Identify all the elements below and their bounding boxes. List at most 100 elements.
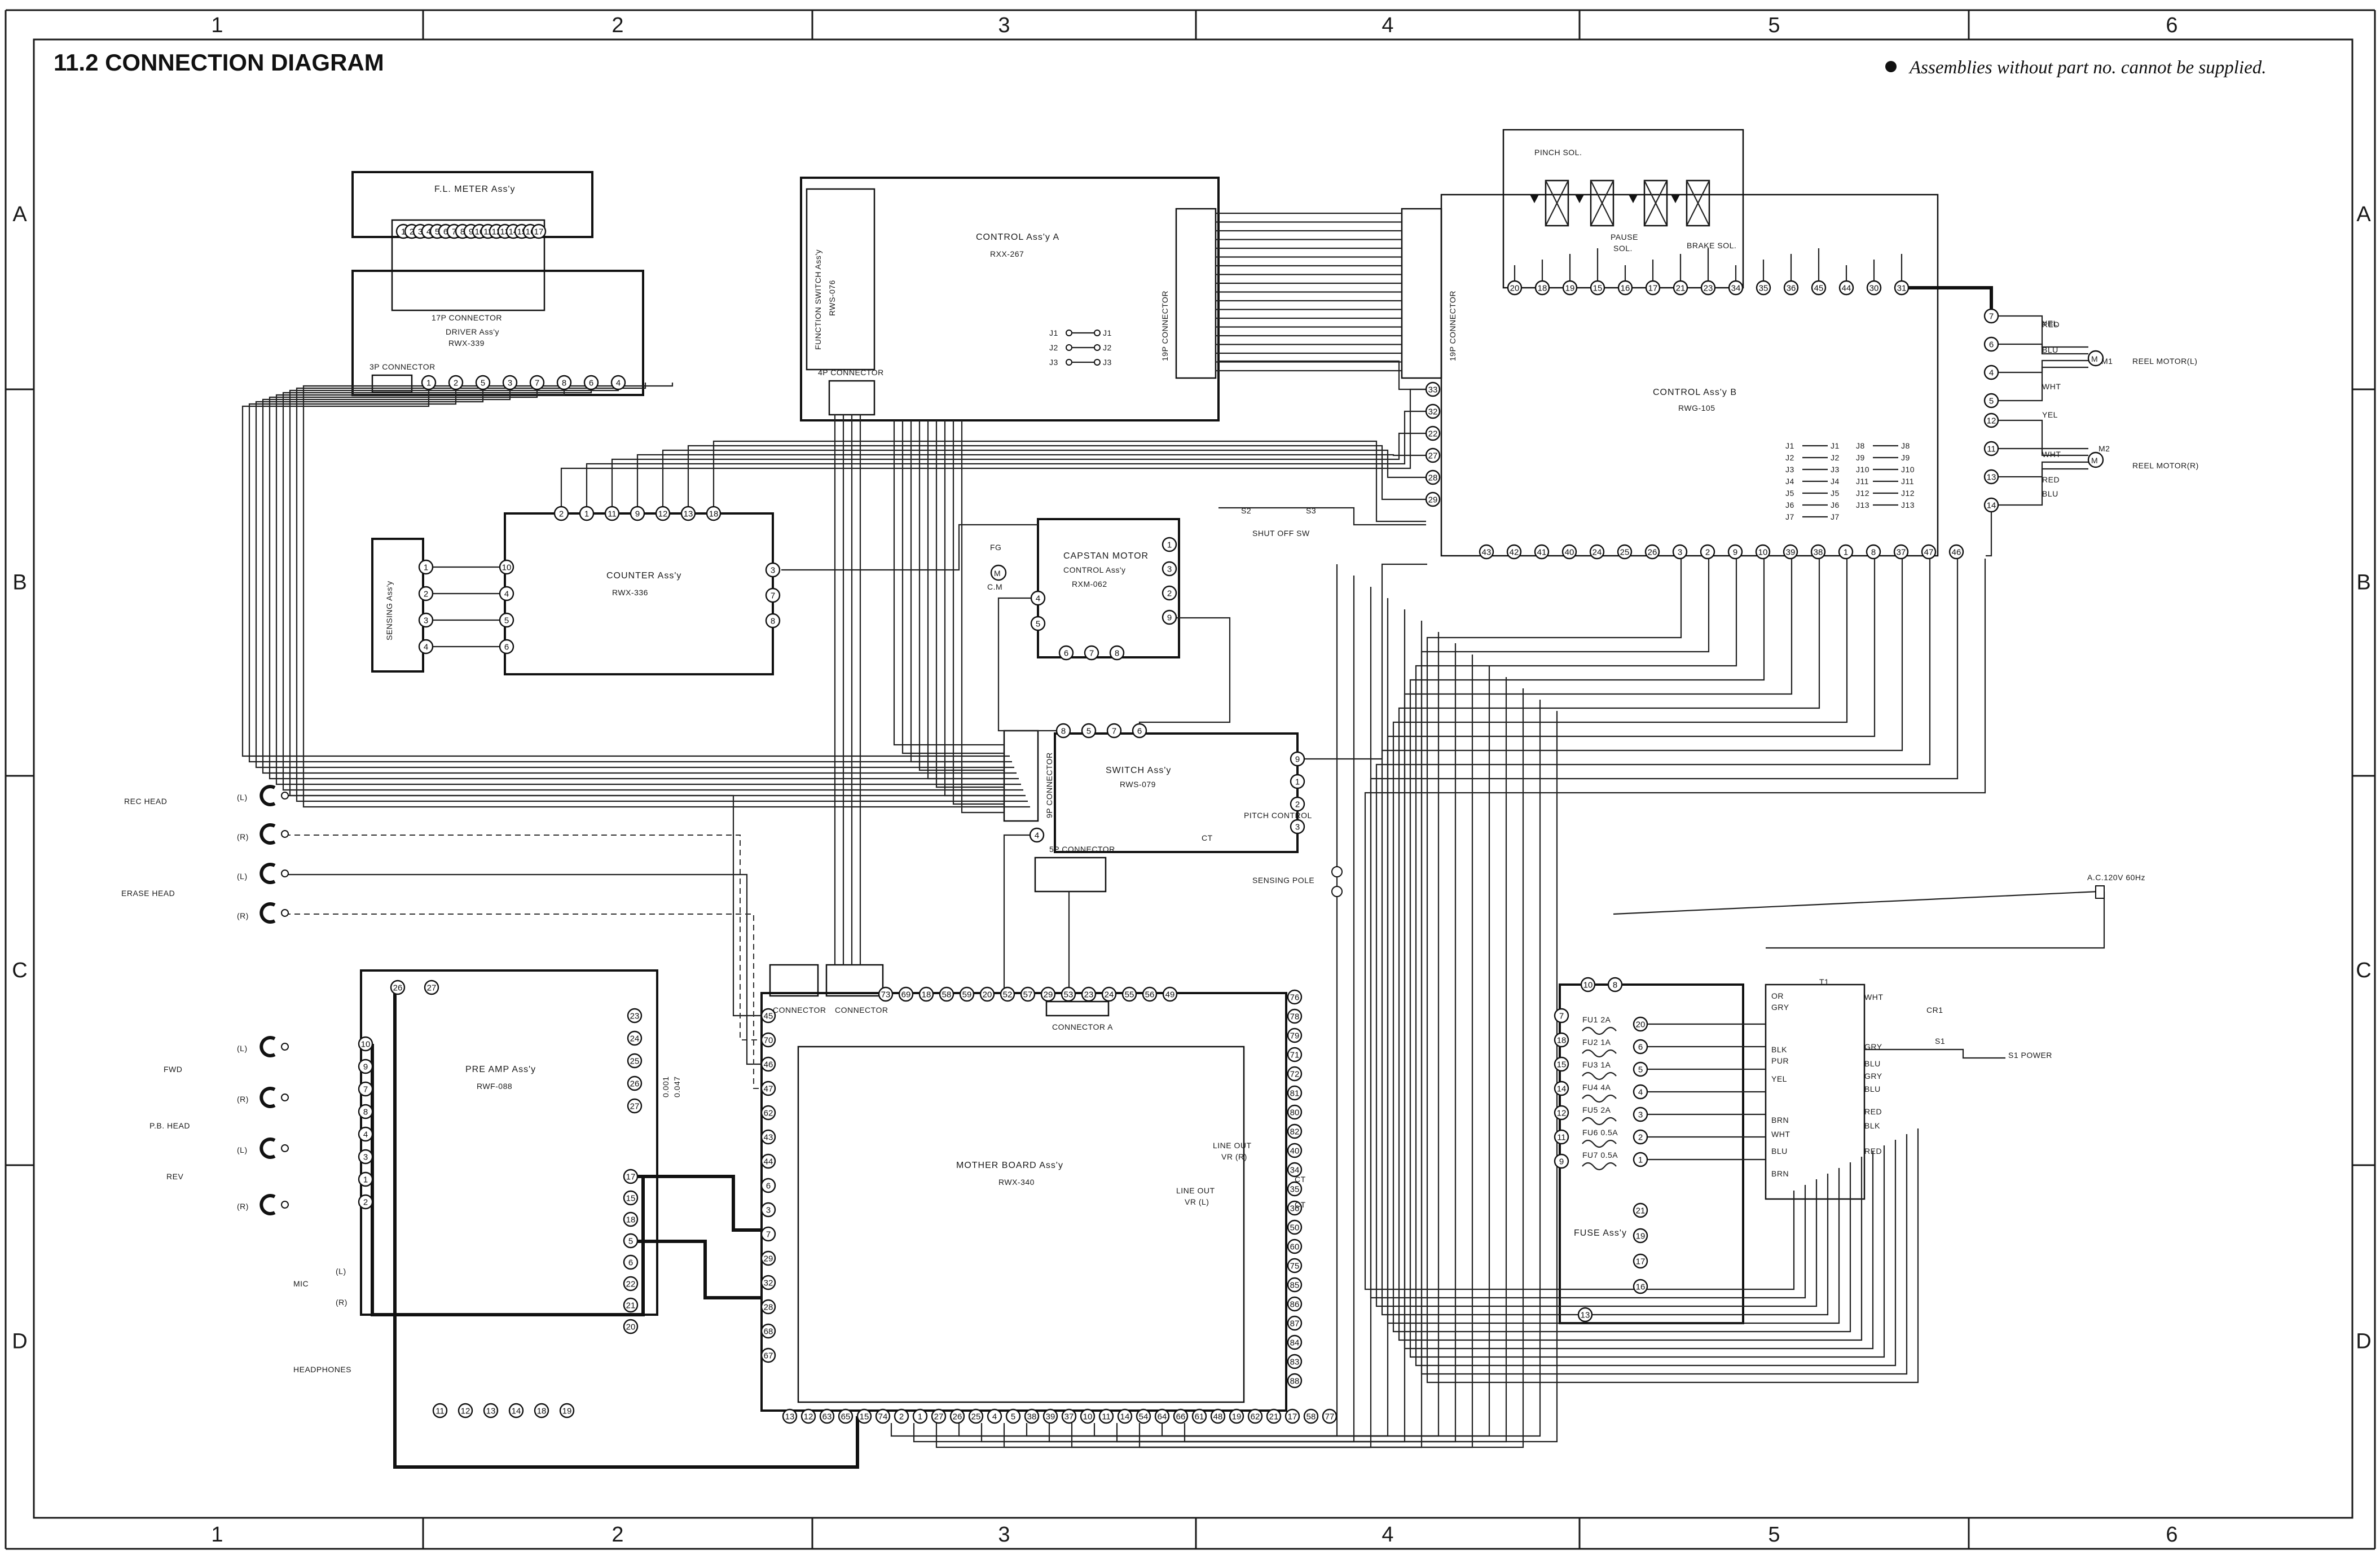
svg-text:18: 18 [922, 990, 931, 1000]
svg-text:14: 14 [1120, 1412, 1130, 1422]
wire [611, 432, 1426, 507]
mother-board-pin: 19 [1229, 1408, 1244, 1424]
mb-connector-2-label: CONNECTOR [835, 1005, 888, 1015]
pre-amp-pin: 13 [483, 1403, 499, 1419]
mother-board-pin: 26 [949, 1408, 965, 1424]
grid-row-left-A: A [12, 203, 27, 226]
svg-text:36: 36 [1787, 284, 1796, 293]
svg-text:10: 10 [361, 1040, 371, 1049]
sensing-pin: 3 [418, 612, 434, 628]
wire [285, 835, 762, 1040]
svg-text:5: 5 [1086, 727, 1091, 736]
counter-pin: 8 [765, 613, 781, 629]
svg-text:11: 11 [1987, 445, 1996, 454]
svg-text:2: 2 [363, 1198, 368, 1207]
mother-board-pin: 28 [760, 1299, 776, 1315]
mother-board-pin: 23 [1081, 986, 1097, 1002]
svg-text:1: 1 [1844, 548, 1848, 557]
jumper-b-label: J7 [1785, 512, 1794, 521]
svg-text:4: 4 [504, 590, 509, 599]
svg-text:20: 20 [983, 990, 992, 1000]
mother-board-pin: 68 [760, 1323, 776, 1339]
m1-label: M1 [2101, 357, 2113, 366]
counter-pin: 6 [499, 639, 514, 655]
wire [560, 388, 1426, 507]
svg-text:5: 5 [1011, 1412, 1015, 1422]
counter-pin: 3 [765, 562, 781, 578]
fuse-rating-label: FU3 1A [1582, 1060, 1611, 1069]
ac-plug-icon [2095, 885, 2105, 899]
connector-9p-label: 9P CONNECTOR [1045, 752, 1054, 818]
jumper-b-label: J3 [1785, 465, 1794, 474]
mother-board-pin: 15 [856, 1408, 872, 1424]
wire [1409, 559, 1885, 1358]
pre-amp-pin: 8 [358, 1104, 373, 1119]
connector-19p-left-block [1175, 208, 1217, 379]
sensing-pin: 2 [418, 586, 434, 601]
sensing-pole-label: SENSING POLE [1252, 876, 1314, 885]
svg-text:3: 3 [1295, 823, 1300, 832]
svg-text:3: 3 [508, 379, 512, 388]
svg-text:12: 12 [1557, 1109, 1567, 1118]
sensing-pin: 1 [418, 559, 434, 575]
svg-text:18: 18 [709, 510, 719, 519]
svg-text:7: 7 [1089, 649, 1094, 658]
svg-text:19: 19 [562, 1407, 572, 1416]
svg-text:6: 6 [1989, 340, 1994, 350]
svg-text:2: 2 [424, 590, 428, 599]
control-b-pin: 33 [1425, 381, 1441, 397]
pre-amp-part-number: RWF-088 [477, 1082, 512, 1091]
pitch-ct-label: CT [1202, 833, 1213, 842]
mother-board-pin: 4 [987, 1408, 1002, 1424]
driver-pin: 1 [421, 375, 437, 390]
connector-a-block [1045, 1000, 1110, 1017]
control-b-pin: 42 [1506, 544, 1522, 560]
svg-text:16: 16 [1621, 284, 1630, 293]
mother-board-pin: 77 [1322, 1408, 1338, 1424]
jumper-b-label: J5 [1785, 489, 1794, 498]
svg-text:7: 7 [771, 591, 775, 601]
svg-text:26: 26 [953, 1412, 962, 1422]
wire [918, 420, 1004, 771]
fuse-rating-label: FU4 4A [1582, 1083, 1611, 1092]
svg-text:28: 28 [764, 1303, 773, 1312]
connector-19p-right-block [1401, 208, 1442, 379]
grid-col-bottom-4: 4 [1382, 1523, 1393, 1547]
pinch-sol-label: PINCH SOL. [1534, 148, 1582, 157]
jumper-b-label: J2 [1831, 453, 1840, 462]
line-out-ct-l: CT [1295, 1200, 1306, 1209]
svg-text:8: 8 [562, 379, 566, 388]
pre-amp-pin: 12 [457, 1403, 473, 1419]
mother-board-pin: 27 [931, 1408, 947, 1424]
mother-board-pin: 58 [1303, 1408, 1319, 1424]
head-label: FWD [164, 1065, 182, 1074]
pre-amp-block [360, 969, 658, 1316]
svg-text:19: 19 [1636, 1232, 1646, 1241]
pre-amp-pin: 23 [627, 1008, 643, 1024]
capstan-pin: 3 [1162, 561, 1177, 577]
jumper-b-label: J8 [1901, 441, 1910, 450]
head-icon [259, 1087, 276, 1108]
svg-text:5: 5 [1989, 397, 1994, 406]
mother-board-pin: 61 [1191, 1408, 1207, 1424]
svg-text:41: 41 [1537, 548, 1547, 557]
svg-text:43: 43 [764, 1133, 773, 1143]
connector-17p-block [391, 219, 545, 311]
svg-text:53: 53 [1064, 990, 1074, 1000]
svg-text:77: 77 [1325, 1412, 1335, 1422]
wire [269, 383, 1019, 780]
mother-board-pin: 59 [959, 986, 975, 1002]
svg-text:19: 19 [1565, 284, 1575, 293]
svg-text:3: 3 [771, 566, 775, 576]
fuse-label: FUSE Ass'y [1574, 1228, 1627, 1238]
svg-text:81: 81 [1290, 1089, 1300, 1099]
svg-text:2: 2 [454, 379, 458, 388]
counter-pin: 11 [604, 506, 620, 521]
svg-text:52: 52 [1003, 990, 1013, 1000]
driver-pin: 2 [448, 375, 464, 390]
jumper-b-label: J4 [1785, 477, 1794, 486]
mother-board-label: MOTHER BOARD Ass'y [956, 1161, 1063, 1170]
pre-amp-pin: 22 [623, 1276, 639, 1292]
jumper-a-label: J2 [1049, 343, 1058, 352]
